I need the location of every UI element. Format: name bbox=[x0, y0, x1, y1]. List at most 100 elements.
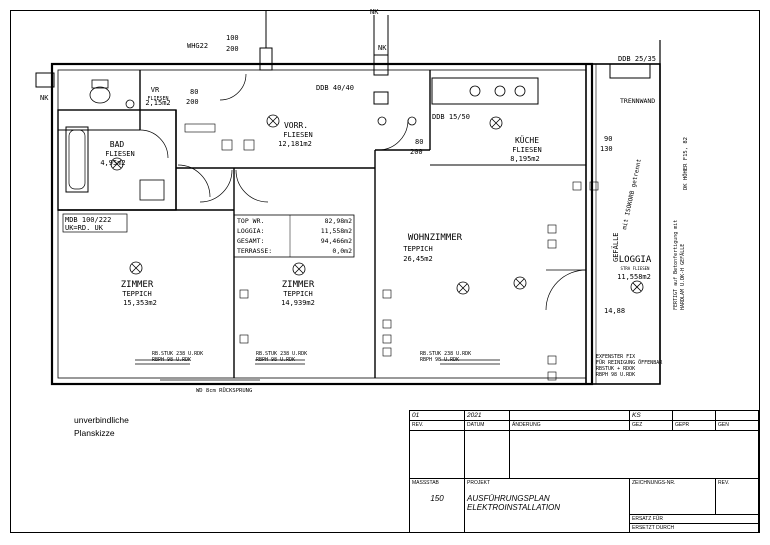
col-rev: REV. bbox=[409, 420, 465, 431]
room-area-wohnzimmer: 26,45m2 bbox=[403, 255, 433, 263]
area-row-label: GESAMT: bbox=[237, 237, 264, 245]
light-icon bbox=[266, 114, 280, 128]
room-floor-zimmer2: TEPPICH bbox=[283, 290, 313, 298]
room-name-loggia: LOGGIA bbox=[619, 255, 652, 265]
label-rbph: RBPH 98 U.RDK bbox=[152, 357, 191, 363]
label-rbph: RBPH 98 U.RDK bbox=[420, 357, 459, 363]
label-nk-mid: NK bbox=[378, 44, 387, 52]
light-icon bbox=[407, 116, 417, 126]
rev-aenderung-cell bbox=[509, 410, 630, 421]
massstab-label: MASSSTAB bbox=[412, 480, 439, 486]
room-name-wc: VR bbox=[151, 86, 160, 94]
room-floor-vorr: FLIESEN bbox=[283, 131, 313, 139]
label-isokorb: mit ISOKORB getrennt bbox=[621, 158, 643, 231]
zeichnungs-nr-label: ZEICHNUNGS-NR. bbox=[629, 478, 716, 515]
outer-wall bbox=[50, 62, 594, 386]
label-fenster: FÜR REINIGUNG ÖFFENBAR bbox=[596, 359, 663, 366]
room-floor-wohnzimmer: TEPPICH bbox=[403, 245, 433, 253]
label-fenster: RBSTUK + RDOK bbox=[596, 366, 635, 372]
room-area-kueche: 8,195m2 bbox=[510, 155, 540, 163]
room-name-zimmer2: ZIMMER bbox=[282, 280, 315, 290]
label-nk-left: NK bbox=[40, 94, 49, 102]
dim-90: 90 bbox=[604, 135, 612, 143]
room-area-vorr: 12,181m2 bbox=[278, 140, 312, 148]
label-dim-100: 100 bbox=[226, 34, 239, 42]
mdb-box bbox=[62, 213, 128, 233]
area-table-box bbox=[233, 214, 355, 258]
area-row-value: 0,0m2 bbox=[332, 247, 352, 255]
label-vertical: FERTIGT auf Betonfertigung mit bbox=[673, 220, 679, 310]
area-row-label: TERRASSE: bbox=[237, 247, 272, 255]
col-gepr: GEPR bbox=[672, 420, 716, 431]
label-vertical: DK HÖHER F15, 82 bbox=[682, 137, 689, 190]
loggia-dim: 14,88 bbox=[604, 307, 625, 315]
walls bbox=[50, 40, 661, 386]
room-name-kueche: KÜCHE bbox=[515, 135, 539, 145]
dim-130: 130 bbox=[600, 145, 613, 153]
label-vertical: HARDLAM U.DK-H GEFÄLLE bbox=[679, 244, 686, 310]
label-ddb-40: DDB 40/40 bbox=[316, 84, 354, 92]
label-rbph: RBPH 98 U.RDK bbox=[256, 357, 295, 363]
area-row-value: 11,558m2 bbox=[321, 227, 352, 235]
rev-date: 2021 bbox=[464, 410, 510, 421]
label-mdb: MDB 100/222 bbox=[65, 216, 111, 224]
light-icon bbox=[129, 261, 143, 275]
dim-door: 80 bbox=[190, 88, 198, 96]
room-floor-wc: FLIESEN bbox=[147, 96, 168, 102]
room-floor-loggia: STRA FLIESEN bbox=[621, 266, 650, 271]
label-rbstuk: RB.STUK 238 U.RDK bbox=[256, 351, 307, 357]
label-rbstuk: RB.STUK 238 U.RDK bbox=[420, 351, 471, 357]
room-name-bad: BAD bbox=[110, 140, 125, 149]
title-block: 01 2021 KS REV. DATUM ÄNDERUNG GEZ GEPR … bbox=[409, 410, 759, 533]
note-line: unverbindliche bbox=[74, 415, 129, 425]
room-name-wohnzimmer: WOHNZIMMER bbox=[408, 233, 463, 243]
ceiling-lights bbox=[110, 99, 644, 295]
inner-wall-line bbox=[57, 69, 587, 379]
col-datum: DATUM bbox=[464, 420, 510, 431]
rev-num: 01 bbox=[409, 410, 465, 421]
room-name-zimmer1: ZIMMER bbox=[121, 280, 154, 290]
rev-ks: KS bbox=[629, 410, 673, 421]
label-fenster: RBPH 98 U.RDK bbox=[596, 372, 635, 378]
empty-cell bbox=[509, 430, 759, 479]
ersetzt-durch-label: ERSETZT DURCH bbox=[629, 523, 759, 533]
empty-cell bbox=[409, 430, 465, 479]
area-row-label: LOGGIA: bbox=[237, 227, 264, 235]
label-dim-200: 200 bbox=[226, 45, 239, 53]
col-aenderung: ÄNDERUNG bbox=[509, 420, 630, 431]
projekt-value: AUSFÜHRUNGSPLAN ELEKTROINSTALLATION bbox=[467, 494, 561, 512]
windows bbox=[135, 359, 500, 385]
area-row-value: 82,98m2 bbox=[325, 217, 352, 225]
label-rbstuk: RB.STUK 238 U.RDK bbox=[152, 351, 203, 357]
area-row-label: TOP WR. bbox=[237, 217, 264, 225]
label-trennwand: TRENNWAND bbox=[620, 97, 655, 105]
rev-label: REV. bbox=[715, 478, 759, 515]
light-icon bbox=[125, 99, 135, 109]
room-area-bad: 4,95m2 bbox=[100, 159, 125, 167]
light-icon bbox=[630, 280, 644, 294]
dim-door: 200 bbox=[410, 148, 423, 156]
light-icon bbox=[456, 281, 470, 295]
label-gefaelle: GEFÄLLE bbox=[611, 232, 620, 262]
col-gez: GEZ bbox=[629, 420, 673, 431]
ersatz-fuer-label: ERSATZ FÜR bbox=[629, 514, 759, 524]
projekt-label: PROJEKT bbox=[467, 480, 491, 486]
room-area-zimmer2: 14,939m2 bbox=[281, 299, 315, 307]
doors bbox=[139, 73, 587, 311]
light-icon bbox=[489, 116, 503, 130]
label-uk: UK=RD. UK bbox=[65, 224, 104, 232]
rev-gepr-cell bbox=[672, 410, 716, 421]
drawing-frame bbox=[10, 10, 760, 533]
shafts bbox=[35, 10, 651, 105]
label-wd: WD 8cm RÜCKSPRUNG bbox=[196, 387, 252, 394]
label-ddb-15: DDB 15/50 bbox=[432, 113, 470, 121]
room-area-zimmer1: 15,353m2 bbox=[123, 299, 157, 307]
empty-cell bbox=[464, 430, 510, 479]
light-icon bbox=[110, 157, 124, 171]
label-nk-top: NK bbox=[370, 8, 379, 16]
label-whg: WHG22 bbox=[187, 42, 208, 50]
light-icon bbox=[377, 116, 387, 126]
rev-gen-cell bbox=[715, 410, 759, 421]
light-icon bbox=[292, 262, 306, 276]
